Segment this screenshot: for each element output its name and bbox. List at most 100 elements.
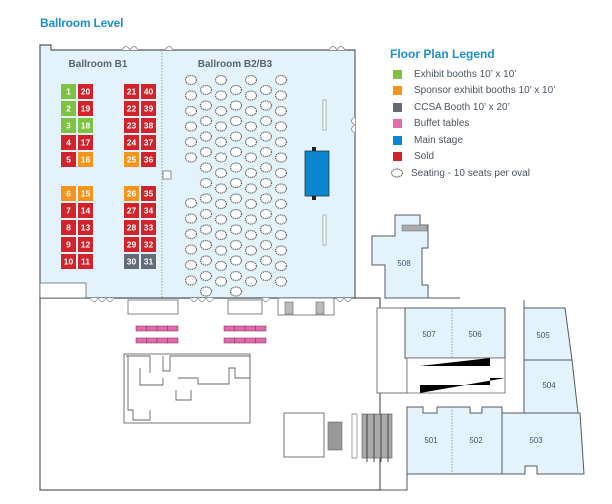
main-stage (304, 147, 330, 200)
booth-15[interactable]: 15 (78, 186, 93, 201)
booth-19[interactable]: 19 (78, 101, 93, 116)
booth-32[interactable]: 32 (141, 237, 156, 252)
booth-10[interactable]: 10 (61, 254, 76, 269)
booth-number: 4 (66, 138, 71, 148)
booth-25[interactable]: 25 (124, 152, 139, 167)
booth-number: 21 (127, 87, 137, 97)
booth-6[interactable]: 6 (61, 186, 76, 201)
seating-oval (214, 260, 228, 272)
stair-block (283, 412, 393, 462)
booth-9[interactable]: 9 (61, 237, 76, 252)
seating-oval (244, 121, 258, 132)
seating-oval (244, 276, 258, 287)
booth-29[interactable]: 29 (124, 237, 139, 252)
seating-oval (244, 167, 258, 179)
legend-item-sold: Sold (390, 149, 555, 166)
buffet-table (135, 337, 147, 344)
booth-28[interactable]: 28 (124, 220, 139, 235)
seating-oval (229, 270, 243, 282)
seating-oval (184, 275, 198, 286)
seating-oval (199, 286, 213, 297)
booth-sponsor-marker (124, 152, 139, 167)
booth-36[interactable]: 36 (141, 152, 156, 167)
booth-number: 27 (127, 206, 137, 216)
room-508: 508 (371, 214, 460, 299)
booth-number: 25 (127, 155, 137, 165)
booth-30[interactable]: 30 (124, 254, 139, 269)
seating-oval (214, 167, 228, 179)
booth-sponsor-marker (78, 186, 93, 201)
seating-oval (184, 197, 198, 209)
room-label-506: 506 (468, 330, 482, 339)
booth-sold-marker (61, 237, 76, 252)
booth-sold-marker (78, 101, 93, 116)
booth-3[interactable]: 3 (61, 118, 76, 133)
booth-8[interactable]: 8 (61, 220, 76, 235)
booth-22[interactable]: 22 (124, 101, 139, 116)
booth-20[interactable]: 20 (78, 84, 93, 99)
booth-39[interactable]: 39 (141, 101, 156, 116)
booth-number: 2 (66, 104, 71, 114)
booth-11[interactable]: 11 (78, 254, 93, 269)
booth-number: 33 (144, 223, 154, 233)
seating-oval (244, 198, 258, 210)
booth-number: 3 (66, 121, 71, 131)
booth-number: 37 (144, 138, 154, 148)
booth-number: 17 (81, 138, 91, 148)
booth-4[interactable]: 4 (61, 135, 76, 150)
booth-sold-marker (141, 203, 156, 218)
seating-oval (259, 131, 273, 142)
booth-5[interactable]: 5 (61, 152, 76, 167)
seating-area (184, 74, 288, 297)
booth-1[interactable]: 1 (61, 84, 76, 99)
booth-7[interactable]: 7 (61, 203, 76, 218)
seating-oval (229, 239, 243, 251)
booth-17[interactable]: 17 (78, 135, 93, 150)
seating-oval (214, 198, 228, 210)
seating-oval (274, 105, 288, 117)
room-label-503: 503 (529, 436, 543, 445)
seating-oval (214, 136, 228, 148)
booth-sold-marker (78, 135, 93, 150)
booth-16[interactable]: 16 (78, 152, 93, 167)
buffet-table (167, 337, 179, 344)
seating-oval (184, 244, 198, 255)
booth-27[interactable]: 27 (124, 203, 139, 218)
seating-oval (259, 255, 273, 266)
room-label-504: 504 (542, 381, 556, 390)
seating-oval (274, 152, 288, 163)
booth-13[interactable]: 13 (78, 220, 93, 235)
booth-26[interactable]: 26 (124, 186, 139, 201)
seating-oval (244, 105, 258, 117)
color-swatch-icon (393, 102, 402, 112)
booth-38[interactable]: 38 (141, 118, 156, 133)
booth-31[interactable]: 31 (141, 254, 156, 269)
booth-35[interactable]: 35 (141, 186, 156, 201)
booth-12[interactable]: 12 (78, 237, 93, 252)
booth-21[interactable]: 21 (124, 84, 139, 99)
legend-label: Sponsor exhibit booths 10’ x 10’ (414, 85, 556, 97)
seating-oval (229, 146, 243, 158)
booth-exhibit-marker (61, 84, 76, 99)
booth-24[interactable]: 24 (124, 135, 139, 150)
booth-sold-marker (141, 101, 156, 116)
seating-oval (229, 84, 243, 96)
seating-oval (244, 152, 258, 163)
seating-oval (274, 90, 288, 101)
room-label-507: 507 (422, 330, 436, 339)
booth-40[interactable]: 40 (141, 84, 156, 99)
booth-14[interactable]: 14 (78, 203, 93, 218)
seating-oval (229, 193, 243, 204)
legend-label: Sold (414, 151, 435, 163)
booth-number: 28 (127, 223, 137, 233)
booth-18[interactable]: 18 (78, 118, 93, 133)
booth-number: 12 (81, 240, 91, 250)
booth-23[interactable]: 23 (124, 118, 139, 133)
booth-2[interactable]: 2 (61, 101, 76, 116)
booth-33[interactable]: 33 (141, 220, 156, 235)
seating-oval (274, 74, 288, 86)
booth-37[interactable]: 37 (141, 135, 156, 150)
seating-oval (214, 245, 228, 256)
booth-sold-marker (124, 118, 139, 133)
booth-34[interactable]: 34 (141, 203, 156, 218)
